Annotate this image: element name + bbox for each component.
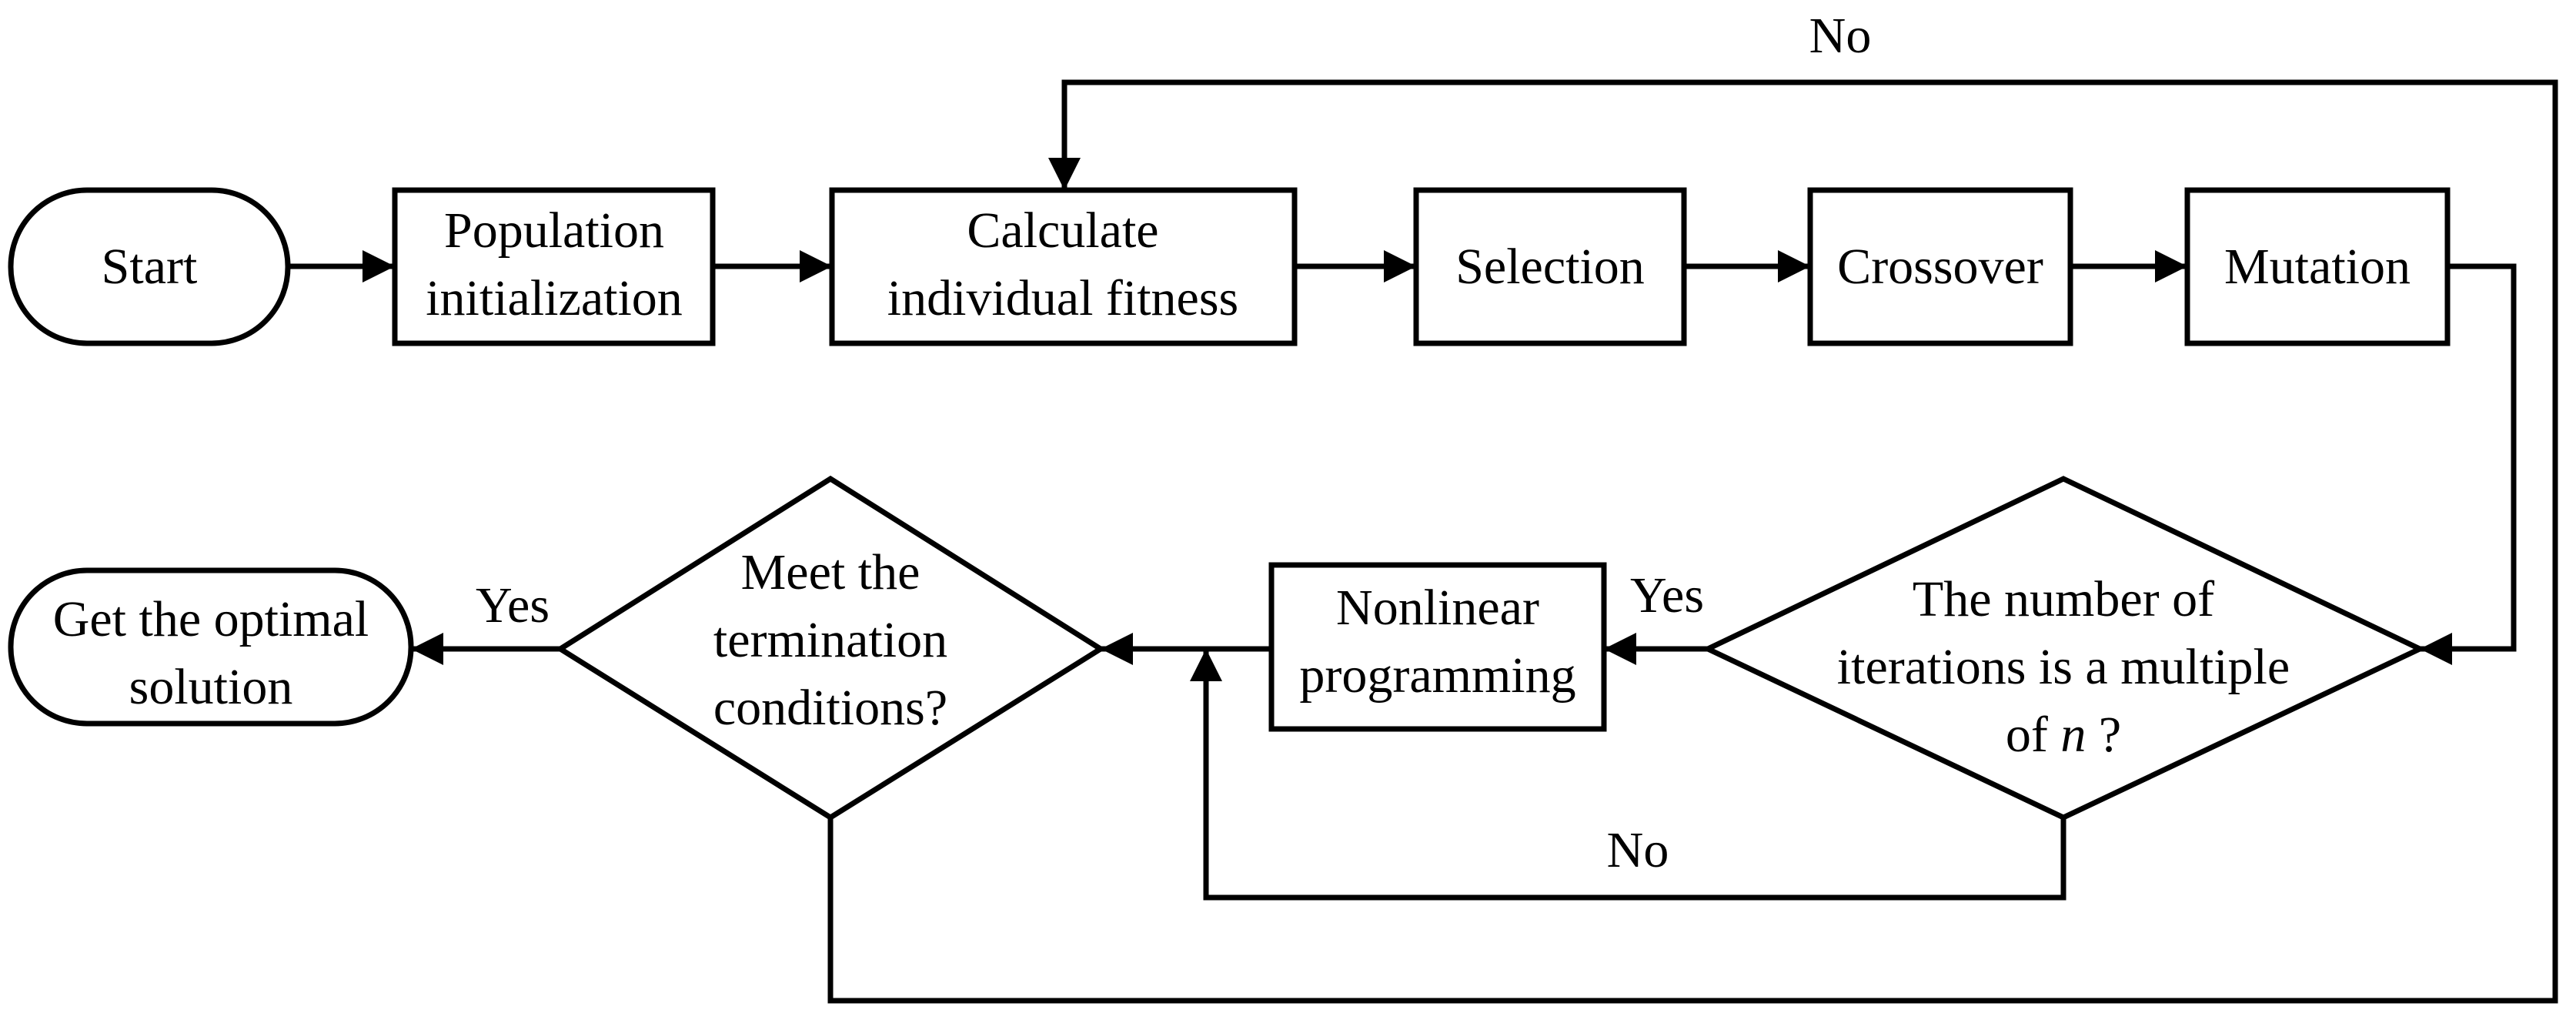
crossover-label: Crossover — [1837, 239, 2043, 295]
iteration-label-line1: The number of — [1913, 571, 2214, 627]
selection-box — [1413, 187, 1687, 346]
fitness-label-line2: individual fitness — [887, 270, 1238, 326]
iteration-label-line2: iterations is a multiple — [1837, 639, 2290, 695]
nonlinear-label-line2: programming — [1299, 647, 1575, 704]
edge-label-top-no: No — [1809, 8, 1872, 64]
end-label-line2: solution — [129, 659, 293, 715]
mutation-label: Mutation — [2224, 239, 2411, 295]
population-label-line1: Population — [444, 202, 664, 259]
selection-label: Selection — [1455, 239, 1645, 295]
fitness-label-line1: Calculate — [967, 202, 1158, 259]
arrow-mutation-to-iteration-check — [2420, 263, 2517, 665]
iteration-label-line3: of n ? — [2006, 707, 2121, 763]
iteration-label-suffix: ? — [2086, 707, 2121, 763]
iteration-label-prefix: of — [2006, 707, 2060, 763]
end-label-line1: Get the optimal — [53, 591, 369, 647]
termination-label-line1: Meet the — [741, 544, 920, 600]
edge-label-iteration-yes: Yes — [1630, 567, 1704, 623]
arrow-iteration-no-bypass — [1190, 649, 2066, 901]
iteration-label-variable: n — [2060, 707, 2086, 763]
mutation-box — [2184, 187, 2451, 346]
edge-label-termination-yes: Yes — [476, 577, 550, 634]
crossover-box — [1807, 187, 2073, 346]
termination-label-line3: conditions? — [713, 680, 947, 736]
population-initialization-box — [392, 187, 716, 346]
population-label-line2: initialization — [426, 270, 683, 326]
edge-label-iteration-no: No — [1607, 822, 1669, 878]
start-label: Start — [102, 239, 198, 295]
arrow-termination-no-loop — [827, 79, 2558, 1004]
termination-label-line2: termination — [713, 612, 947, 668]
nonlinear-label-line1: Nonlinear — [1336, 580, 1539, 636]
